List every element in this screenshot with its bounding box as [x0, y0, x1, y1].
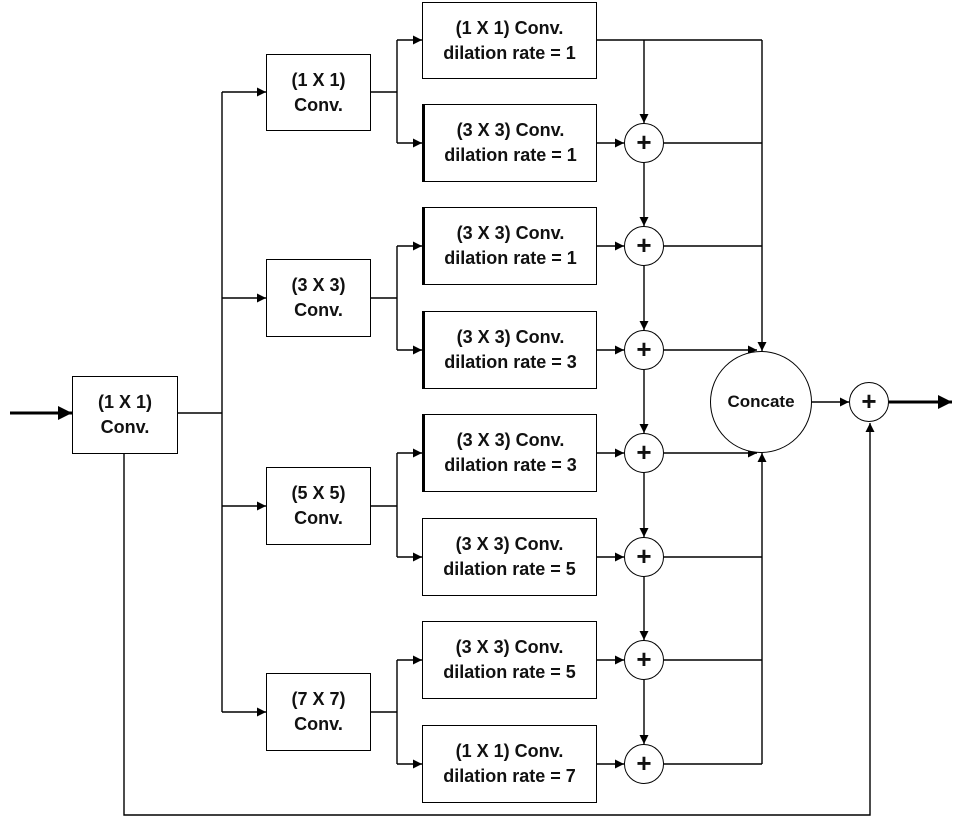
dilation-block-5: (3 X 3) Conv. dilation rate = 3: [422, 414, 597, 492]
skip-connection: [123, 423, 875, 816]
residual-adder: +: [849, 382, 889, 422]
branch-conv-5x5: (5 X 5) Conv.: [266, 467, 371, 545]
dilation-block-4: (3 X 3) Conv. dilation rate = 3: [422, 311, 597, 389]
dilation-block-6: (3 X 3) Conv. dilation rate = 5: [422, 518, 597, 596]
branch-conv-7x7: (7 X 7) Conv.: [266, 673, 371, 751]
dilation-block-1: (1 X 1) Conv. dilation rate = 1: [422, 2, 597, 79]
dilation-block-8: (1 X 1) Conv. dilation rate = 7: [422, 725, 597, 803]
branch-conv-3x3: (3 X 3) Conv.: [266, 259, 371, 337]
plus-icon: +: [636, 541, 652, 571]
adder-6: +: [624, 640, 664, 680]
concat-node: Concate: [710, 351, 812, 453]
plus-icon: +: [636, 437, 652, 467]
dilation-block-3: (3 X 3) Conv. dilation rate = 1: [422, 207, 597, 285]
plus-icon: +: [636, 230, 652, 260]
adder-4: +: [624, 433, 664, 473]
branch-conv-1x1: (1 X 1) Conv.: [266, 54, 371, 131]
dilation-block-7: (3 X 3) Conv. dilation rate = 5: [422, 621, 597, 699]
plus-icon: +: [636, 644, 652, 674]
dilation-block-2: (3 X 3) Conv. dilation rate = 1: [422, 104, 597, 182]
plus-icon: +: [861, 386, 877, 416]
input-conv-block: (1 X 1) Conv.: [72, 376, 178, 454]
plus-icon: +: [636, 127, 652, 157]
adder-5: +: [624, 537, 664, 577]
adder-7: +: [624, 744, 664, 784]
adder-1: +: [624, 123, 664, 163]
concat-label: Concate: [727, 392, 795, 411]
adder-2: +: [624, 226, 664, 266]
plus-icon: +: [636, 334, 652, 364]
adder-3: +: [624, 330, 664, 370]
plus-icon: +: [636, 748, 652, 778]
